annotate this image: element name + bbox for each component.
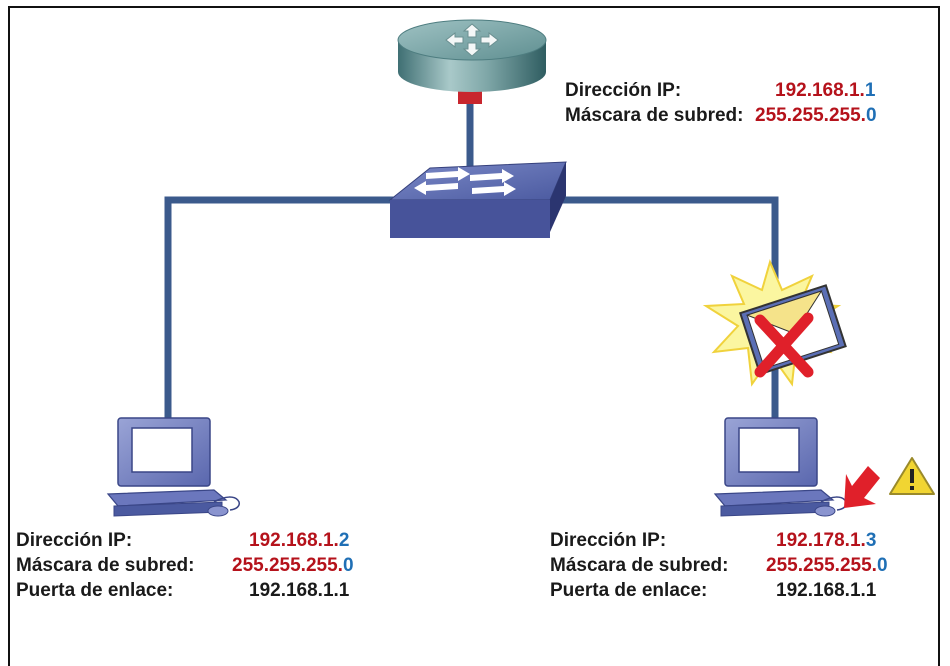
ip-network-part: 192.178.1. — [776, 530, 866, 551]
undelivered-mail-icon — [702, 259, 847, 387]
ip-label: Dirección IP: — [16, 530, 133, 551]
network-diagram — [106, 19, 935, 517]
ip-address: 192.168.1.1 — [775, 78, 875, 103]
computer-icon — [713, 417, 847, 517]
ip-host-part: 2 — [338, 530, 350, 551]
gateway-label: Puerta de enlace: — [550, 580, 708, 601]
mask-network-part: 255.255.255. — [232, 555, 343, 576]
subnet-mask: 255.255.255.0 — [766, 553, 888, 578]
mask-network-part: 255.255.255. — [755, 105, 866, 126]
ip-label: Dirección IP: — [565, 80, 682, 101]
mask-network-part: 255.255.255. — [766, 555, 877, 576]
subnet-mask: 255.255.255.0 — [755, 103, 877, 128]
gateway-address: 192.168.1.1 — [249, 580, 350, 601]
ip-host-part: 1 — [864, 80, 876, 101]
red-arrow-icon — [844, 466, 880, 508]
network-cables — [164, 91, 779, 424]
computer-icon — [106, 417, 240, 517]
warning-icon — [889, 457, 935, 495]
pc-right-ip-config: Dirección IP: 192.178.1.3 Máscara de sub… — [550, 528, 930, 606]
router-icon — [397, 19, 547, 104]
subnet-mask: 255.255.255.0 — [232, 553, 354, 578]
ip-address: 192.168.1.2 — [249, 528, 349, 553]
ip-network-part: 192.168.1. — [775, 80, 865, 101]
cable-switch-left-pc — [164, 196, 404, 424]
ip-address: 192.178.1.3 — [776, 528, 876, 553]
mask-host-part: 0 — [876, 555, 888, 576]
mask-label: Máscara de subred: — [565, 105, 744, 126]
mask-host-part: 0 — [342, 555, 354, 576]
mask-host-part: 0 — [865, 105, 877, 126]
gateway-label: Puerta de enlace: — [16, 580, 174, 601]
error-x-icon — [754, 312, 814, 378]
ip-host-part: 3 — [865, 530, 877, 551]
ip-network-part: 192.168.1. — [249, 530, 339, 551]
mask-label: Máscara de subred: — [550, 555, 729, 576]
router-ip-config: Dirección IP: 192.168.1.1 Máscara de sub… — [565, 78, 940, 128]
ip-label: Dirección IP: — [550, 530, 667, 551]
mask-label: Máscara de subred: — [16, 555, 195, 576]
pc-left-ip-config: Dirección IP: 192.168.1.2 Máscara de sub… — [16, 528, 396, 606]
switch-icon — [388, 161, 567, 238]
diagram-frame — [8, 6, 940, 666]
gateway-address: 192.168.1.1 — [776, 580, 877, 601]
